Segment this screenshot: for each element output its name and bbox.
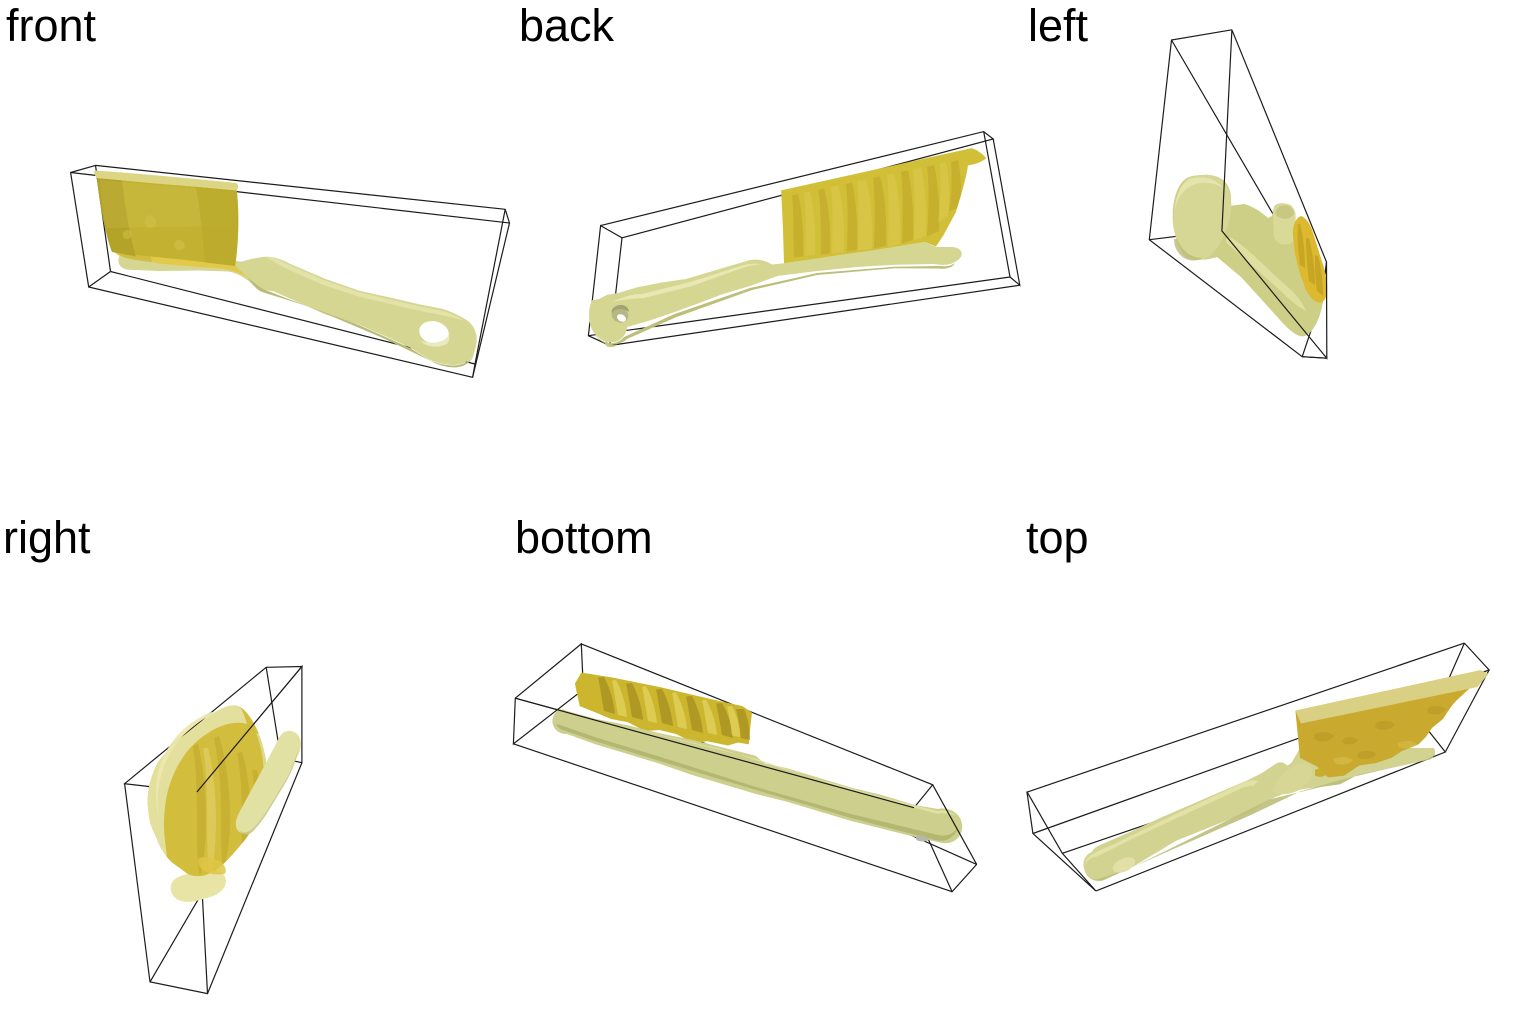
svg-text:bottom: bottom [515, 512, 653, 563]
svg-text:right: right [3, 512, 91, 563]
svg-text:left: left [1028, 0, 1089, 51]
svg-text:top: top [1026, 512, 1089, 563]
svg-text:back: back [519, 0, 615, 51]
svg-text:front: front [6, 0, 97, 51]
